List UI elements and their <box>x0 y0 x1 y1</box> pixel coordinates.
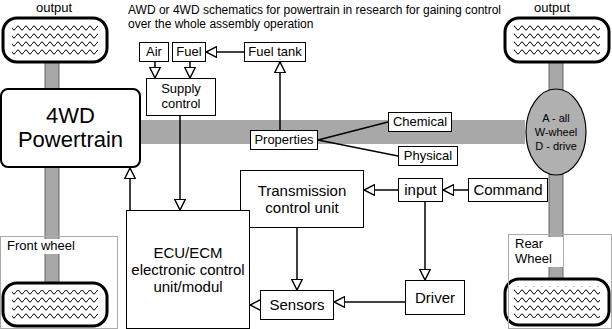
node-text: Chemical <box>393 115 447 130</box>
node-text: Air <box>146 45 162 60</box>
node-label: Properties <box>254 133 313 148</box>
tire <box>3 18 107 62</box>
input-box: Fuel <box>172 42 206 62</box>
node-label: Fuel <box>176 45 201 60</box>
node-text: Fuel <box>176 45 201 60</box>
driver-box: Driver <box>405 280 465 315</box>
wheel-area: Front wheel <box>0 236 118 329</box>
property-box: Chemical <box>388 112 452 132</box>
node-label: Driver <box>415 289 455 306</box>
connector-arrow <box>424 202 426 280</box>
property-box: Physical <box>398 146 458 166</box>
process-box: Supply control <box>146 78 216 116</box>
node-text: input <box>404 181 437 198</box>
process-box: Properties <box>250 130 318 150</box>
connector-arrow <box>443 189 468 191</box>
node-text: Rear Wheel <box>513 237 563 267</box>
node-label: D - drive <box>535 139 577 153</box>
connector-arrow <box>206 51 244 53</box>
node-text: Physical <box>404 149 452 164</box>
connector-arrow <box>318 122 388 140</box>
connector-arrow <box>296 228 298 290</box>
node-label: Supply control <box>147 82 215 112</box>
connector-arrow <box>179 116 181 210</box>
process-box: Fuel tank <box>244 42 306 62</box>
connector-arrow <box>189 62 191 78</box>
node-text: 4WD Powertrain <box>2 104 139 152</box>
ecu-box: ECU/ECM electronic control unit/modul <box>126 210 250 329</box>
powertrain-box: 4WD Powertrain <box>0 88 141 168</box>
sensor-box: Sensors <box>260 290 334 320</box>
node-label: Rear Wheel <box>513 237 563 267</box>
input-box: input <box>398 178 443 202</box>
output-label: output <box>534 1 570 16</box>
tire <box>3 283 107 326</box>
tire <box>505 18 609 62</box>
tire <box>505 279 609 325</box>
node-text: A - allW-wheelD - drive <box>535 111 578 154</box>
command-box: Command <box>468 178 548 202</box>
connector-arrow <box>129 168 131 210</box>
wheel-area: Rear Wheel <box>508 234 612 329</box>
awd-ellipse: A - allW-wheelD - drive <box>525 88 587 176</box>
connector-arrow <box>334 301 405 303</box>
node-label: W-wheel <box>535 125 578 139</box>
node-text: Supply control <box>147 82 215 112</box>
node-label: Command <box>473 181 542 198</box>
node-label: input <box>404 181 437 198</box>
node-text: Command <box>473 181 542 198</box>
input-box: Air <box>139 42 169 62</box>
drive-shaft <box>141 120 525 144</box>
node-label: Chemical <box>393 115 447 130</box>
node-text: Sensors <box>269 296 324 313</box>
node-label: 4WD Powertrain <box>2 104 139 152</box>
node-label: Sensors <box>269 296 324 313</box>
connector-arrow <box>279 62 281 130</box>
connector-arrow <box>364 189 398 191</box>
node-text: ECU/ECM electronic control unit/modul <box>127 244 249 296</box>
node-text: Transmission control unit <box>241 182 363 217</box>
node-label: Fuel tank <box>248 45 301 60</box>
node-label: Front wheel <box>5 239 77 254</box>
connector-arrow <box>250 304 260 306</box>
diagram-title: AWD or 4WD schematics for powertrain in … <box>128 4 508 32</box>
node-label: Transmission control unit <box>241 182 363 217</box>
output-label: output <box>36 1 72 16</box>
node-text: Fuel tank <box>248 45 301 60</box>
node-text: Front wheel <box>5 239 77 254</box>
connector-arrow <box>154 62 156 78</box>
connector-arrow <box>318 140 398 156</box>
node-label: Physical <box>404 149 452 164</box>
node-label: A - all <box>542 111 570 125</box>
node-text: Driver <box>415 289 455 306</box>
node-text: Properties <box>254 133 313 148</box>
node-label: Air <box>146 45 162 60</box>
node-label: ECU/ECM electronic control unit/modul <box>127 244 249 296</box>
control-box: Transmission control unit <box>240 170 364 228</box>
